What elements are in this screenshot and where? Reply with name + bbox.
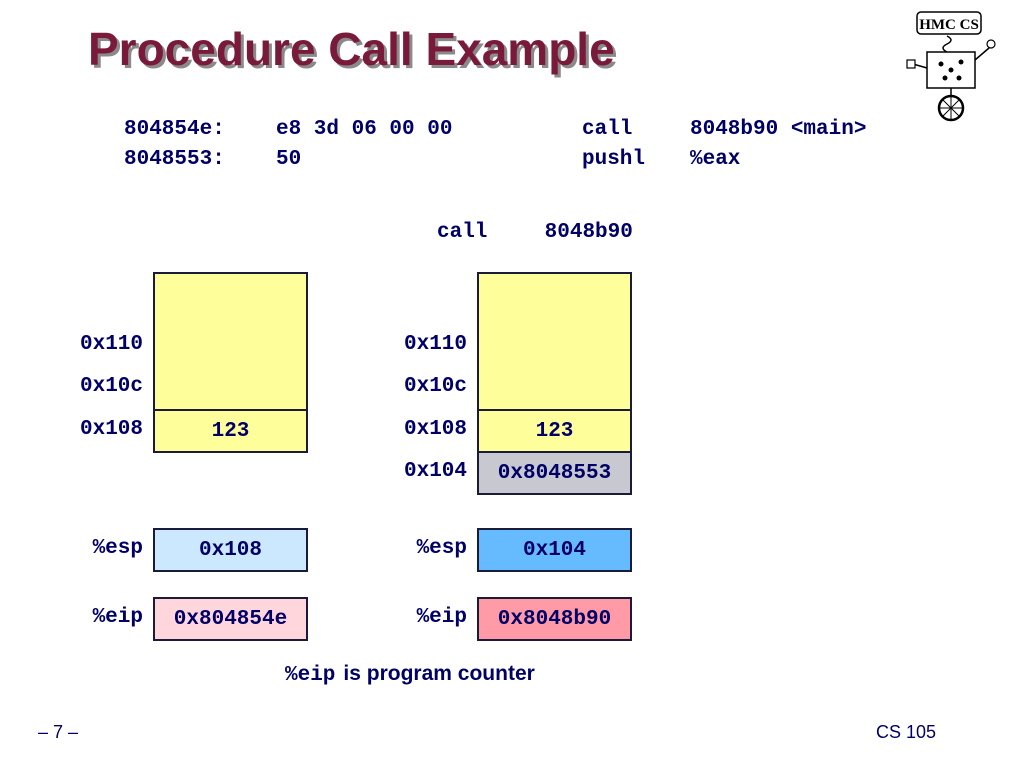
stack-address: 0x108 — [79, 418, 143, 441]
asm-operand: 8048b90 <main> — [690, 118, 867, 141]
esp-register-value: 0x108 — [153, 528, 308, 572]
eip-register-value: 0x8048b90 — [477, 597, 632, 641]
page-number: – 7 – — [38, 722, 79, 742]
stack-cell-0x108: 123 — [477, 409, 632, 453]
stack-address: 0x104 — [403, 460, 467, 483]
stack-cell-0x108: 123 — [153, 409, 308, 453]
caption-text: is program counter — [343, 662, 535, 685]
asm-operand: %eax — [690, 148, 741, 171]
asm-address: 804854e: — [124, 118, 225, 141]
course-label: CS 105 — [876, 722, 937, 742]
stack-address: 0x10c — [79, 375, 143, 398]
stack-frame-empty — [477, 272, 632, 411]
eip-label: %eip — [92, 606, 143, 629]
svg-text:HMC CS: HMC CS — [919, 17, 979, 33]
stack-address: 0x110 — [403, 333, 467, 356]
asm-opcode: call — [582, 118, 633, 141]
asm-address: 8048553: — [124, 148, 225, 171]
asm-bytes: e8 3d 06 00 00 — [276, 118, 453, 141]
slide-title: Procedure Call Example — [88, 23, 615, 75]
asm-bytes: 50 — [276, 148, 302, 171]
instruction-label: call 8048b90 — [437, 221, 633, 244]
eip-label: %eip — [416, 606, 467, 629]
asm-opcode: pushl — [582, 148, 646, 171]
eip-register-value: 0x804854e — [153, 597, 308, 641]
stack-cell-0x104-return-address: 0x8048553 — [477, 451, 632, 495]
caption-code: %eip — [285, 664, 336, 687]
esp-label: %esp — [92, 537, 143, 560]
esp-register-value: 0x104 — [477, 528, 632, 572]
stack-address: 0x110 — [79, 333, 143, 356]
stack-address: 0x108 — [403, 418, 467, 441]
instruction-op: call — [437, 221, 488, 244]
stack-frame-empty — [153, 272, 308, 411]
caption: %eip is program counter — [285, 662, 535, 687]
stack-address: 0x10c — [403, 375, 467, 398]
instruction-arg: 8048b90 — [544, 221, 633, 244]
hmc-cs-logo-icon: HMC CS — [906, 11, 996, 122]
esp-label: %esp — [416, 537, 467, 560]
